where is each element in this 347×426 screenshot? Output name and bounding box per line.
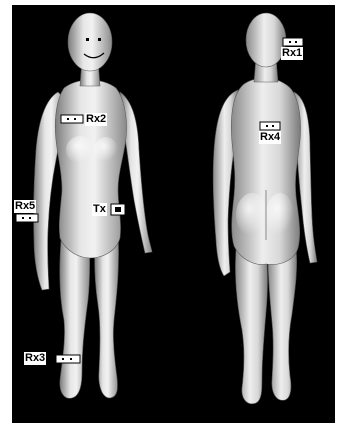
sensor-node-icon: [56, 355, 80, 363]
sensor-node-icon: [260, 122, 280, 130]
rx1-label: Rx1: [281, 47, 303, 60]
transmitter-node-icon: [111, 204, 125, 215]
back-glute-highlight: [266, 193, 294, 237]
rx3-label: Rx3: [24, 352, 46, 365]
back-glute-highlight: [236, 193, 268, 237]
sensor-node-icon: [16, 214, 38, 222]
rx4-label: Rx4: [259, 131, 281, 144]
rx5-label: Rx5: [14, 200, 36, 213]
rx2-label: Rx2: [85, 113, 107, 126]
front-chest-highlight: [94, 137, 118, 163]
tx-label: Tx: [92, 203, 107, 216]
sensor-node-icon: [61, 115, 83, 123]
front-chest-highlight: [66, 136, 94, 164]
sensor-node-icon: [283, 38, 303, 46]
